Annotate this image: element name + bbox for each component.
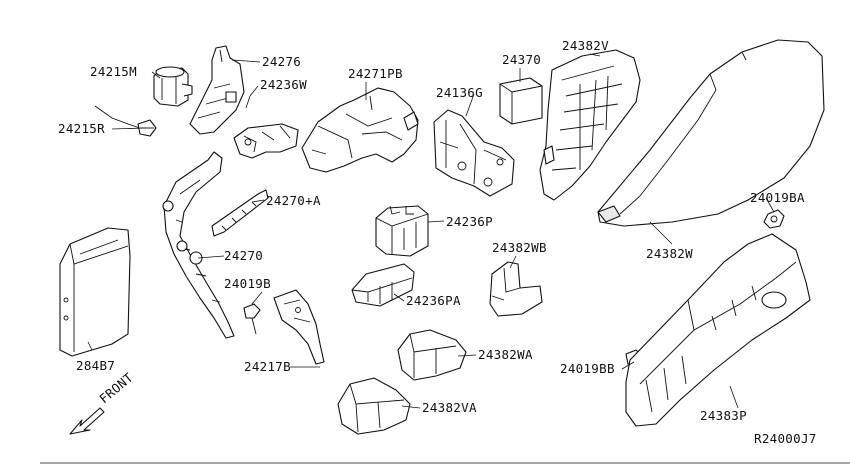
label-24270A: 24270+A (266, 193, 321, 208)
diagram-code: R24000J7 (754, 431, 817, 446)
lower-box-24383P-drawing (625, 233, 811, 427)
label-24215M: 24215M (90, 64, 137, 79)
label-24370: 24370 (502, 52, 541, 67)
cover-24382VA-drawing (337, 377, 411, 435)
label-24382VA: 24382VA (422, 400, 477, 415)
part-labels: 24215M 24276 24236W 24215R 24271PB 24370… (58, 38, 817, 446)
bolt-24019B-drawing (243, 303, 261, 335)
label-24382W: 24382W (646, 246, 693, 261)
control-module-drawing (59, 227, 131, 357)
block-24370-drawing (499, 77, 543, 125)
connector-24236PA-drawing (351, 263, 415, 307)
label-24276: 24276 (262, 54, 301, 69)
cover-24382W-drawing (597, 39, 825, 227)
label-24019BB: 24019BB (560, 361, 615, 376)
clip-cylinder-drawing (153, 66, 193, 107)
bracket-24382WB-drawing (489, 261, 543, 317)
bracket-plate-drawing (273, 289, 325, 365)
leader-lines (87, 53, 775, 409)
label-24383P: 24383P (700, 408, 747, 423)
label-24236PA: 24236PA (406, 293, 461, 308)
cable-tie-drawing (94, 105, 157, 137)
label-24019B: 24019B (224, 276, 271, 291)
relay-bracket-drawing (433, 109, 515, 197)
cover-24382WA-drawing (397, 329, 467, 381)
label-24217B: 24217B (244, 359, 291, 374)
label-24382V: 24382V (562, 38, 609, 53)
label-24271PB: 24271PB (348, 66, 403, 81)
label-24270: 24270 (224, 248, 263, 263)
label-24382WB: 24382WB (492, 240, 547, 255)
label-24019BA: 24019BA (750, 190, 805, 205)
harness-strip-drawing (211, 189, 269, 237)
label-24236W: 24236W (260, 77, 307, 92)
bracket-24276-drawing (189, 45, 245, 135)
label-24215R: 24215R (58, 121, 105, 136)
harness-protector-drawing (301, 87, 419, 173)
label-284B7: 284B7 (76, 358, 115, 373)
cover-24382V-drawing (539, 49, 641, 201)
label-24136G: 24136G (436, 85, 483, 100)
connector-24236P-drawing (375, 205, 429, 257)
label-24382WA: 24382WA (478, 347, 533, 362)
front-direction-arrow (69, 407, 105, 435)
connector-clip-24236W-drawing (233, 123, 299, 159)
front-label: FRONT (96, 370, 136, 407)
harness-bracket-24270-drawing (162, 151, 235, 339)
nut-24019BA-drawing (763, 209, 785, 229)
label-24236P: 24236P (446, 214, 493, 229)
